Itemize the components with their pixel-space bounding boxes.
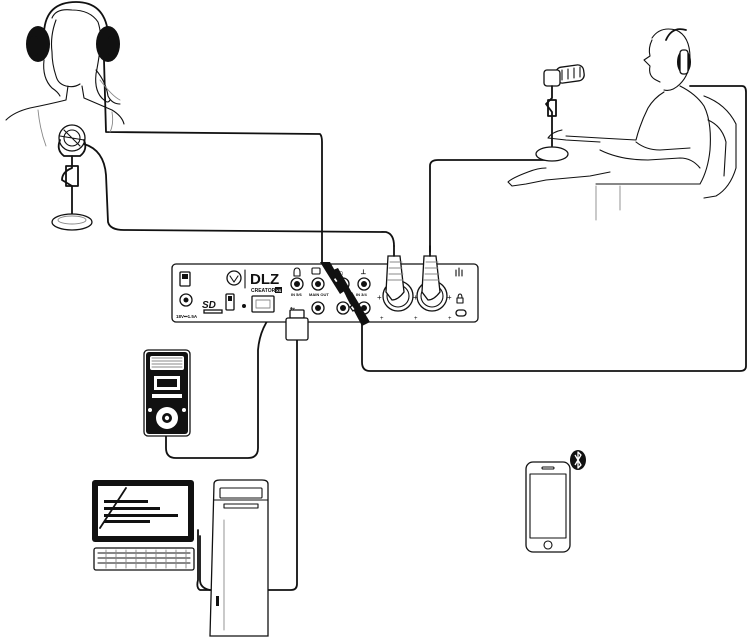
man-guest — [507, 28, 737, 221]
cable-computer-to-tower — [199, 535, 211, 591]
laptop-computer — [92, 480, 195, 571]
usb-symbol-icon: ⇆ — [290, 305, 295, 313]
plus-mark: + — [414, 316, 418, 322]
line-in-icon: ⟂ — [360, 269, 366, 276]
phones-icon-a — [311, 267, 321, 275]
headphone-plugs — [320, 262, 370, 326]
kensington-slot — [455, 309, 467, 317]
ethernet-port — [251, 295, 275, 313]
microphone-woman — [51, 124, 93, 231]
mixer-model: CREATOR — [251, 288, 276, 294]
portable-recorder — [143, 349, 191, 437]
sd-card-logo: SD — [202, 300, 216, 311]
woman-host — [5, 1, 125, 147]
plus-mark: + — [377, 293, 382, 302]
xlr-plugs — [385, 245, 441, 301]
cable-mic-woman — [83, 143, 395, 247]
mixer-brand: DLZ — [250, 271, 279, 288]
phone-body — [525, 461, 571, 553]
cable-headphones-man — [361, 85, 747, 372]
in-56-label: IN 5/6 — [291, 292, 302, 297]
mixer-model-badge: XS — [276, 288, 282, 293]
plus-mark: + — [448, 316, 452, 322]
sd-slot — [203, 309, 223, 314]
tower-pc — [209, 479, 269, 637]
microphone-man — [535, 64, 585, 162]
cable-headphones-woman — [103, 59, 323, 263]
mic-input-icon — [293, 267, 301, 277]
laptop-keyboard — [93, 547, 195, 571]
phone-screen — [529, 473, 567, 539]
laptop-screen — [98, 486, 188, 536]
power-spec-label: 18V⎓1.5A — [176, 314, 198, 319]
plus-mark: + — [413, 293, 418, 302]
mackie-logo-icon — [226, 270, 242, 286]
in-34-label: IN 3/4 — [356, 292, 367, 297]
recorder-grille — [150, 356, 184, 370]
tower-body — [209, 479, 269, 637]
phone-home-button — [543, 540, 553, 550]
plus-mark: + — [447, 293, 452, 302]
plus-mark: + — [380, 316, 384, 322]
usb-plug — [285, 309, 309, 341]
main-out-label: MAIN OUT — [309, 292, 329, 297]
cable-mic-man — [429, 159, 557, 253]
lock-icon — [456, 297, 464, 304]
smartphone — [525, 450, 586, 553]
headphones-icon: ∩ — [338, 268, 344, 277]
level-icon — [455, 267, 463, 277]
